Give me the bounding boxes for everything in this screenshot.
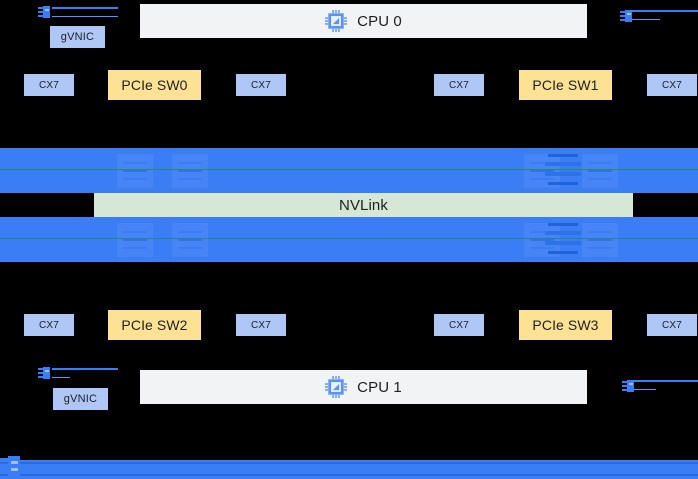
- cx7-r2-c4-label: CX7: [661, 319, 683, 331]
- cx7-r2-c1[interactable]: CX7: [24, 314, 74, 336]
- pcie-sw2[interactable]: PCIe SW2: [108, 310, 201, 340]
- gpu-band-lower-detail-2: [545, 231, 581, 235]
- gvnic-top-left-label: gVNIC: [60, 31, 95, 43]
- nic-bottom-left-rule: [52, 368, 118, 370]
- gvnic-bottom-left-label: gVNIC: [63, 393, 98, 405]
- cx7-r2-c3-label: CX7: [448, 319, 470, 331]
- gpu-module-6: [168, 219, 212, 260]
- gpu-band-lower-detail-3: [545, 241, 581, 245]
- gpu-module-4: [578, 150, 622, 191]
- gpu-band-upper-detail-2: [545, 162, 581, 166]
- gpu-module-2: [168, 150, 212, 191]
- cpu-chip-icon: [325, 10, 348, 32]
- cx7-r2-c4[interactable]: CX7: [647, 314, 697, 336]
- nic-link-top-right[interactable]: [620, 8, 698, 24]
- gpu-band-upper[interactable]: [0, 148, 698, 193]
- network-port-icon: [0, 456, 20, 476]
- network-port-icon: [38, 367, 50, 379]
- nic-bottom-right-rule: [634, 380, 698, 382]
- cx7-r1-c4-label: CX7: [661, 79, 683, 91]
- gpu-module-1: [113, 150, 157, 191]
- pcie-sw1[interactable]: PCIe SW1: [519, 70, 612, 100]
- nic-link-bottom-right[interactable]: [622, 378, 698, 394]
- pcie-sw0[interactable]: PCIe SW0: [108, 70, 201, 100]
- network-port-icon: [622, 380, 634, 392]
- gpu-band-upper-detail-4: [548, 182, 578, 185]
- pcie-sw3[interactable]: PCIe SW3: [519, 310, 612, 340]
- nic-link-bottom-left[interactable]: [38, 365, 118, 381]
- cx7-r1-c1-label: CX7: [38, 79, 60, 91]
- nic-link-top-left[interactable]: [38, 4, 118, 20]
- nic-link-bottom-bus[interactable]: [0, 455, 36, 479]
- cpu0-label: CPU 0: [357, 12, 402, 30]
- gpu-band-lower[interactable]: [0, 217, 698, 262]
- bottom-bus-rule-bottom: [0, 474, 698, 476]
- cx7-r2-c2-label: CX7: [250, 319, 272, 331]
- gvnic-bottom-left[interactable]: gVNIC: [53, 388, 108, 410]
- nic-top-left-rule-2: [52, 16, 118, 17]
- gpu-module-3: [520, 150, 564, 191]
- nvlink-bar[interactable]: NVLink: [94, 193, 633, 217]
- nic-top-left-rule: [52, 7, 118, 9]
- cx7-r1-c4[interactable]: CX7: [647, 74, 697, 96]
- cx7-r1-c2[interactable]: CX7: [236, 74, 286, 96]
- gvnic-top-left[interactable]: gVNIC: [50, 26, 105, 48]
- cx7-r2-c3[interactable]: CX7: [434, 314, 484, 336]
- nvlink-label: NVLink: [339, 196, 388, 214]
- gpu-band-lower-link-trace: [0, 238, 698, 239]
- gpu-module-8: [578, 219, 622, 260]
- network-port-icon: [38, 6, 50, 18]
- gpu-module-5: [113, 219, 157, 260]
- cx7-r2-c1-label: CX7: [38, 319, 60, 331]
- nic-top-right-rule: [632, 10, 698, 12]
- pcie-sw2-label: PCIe SW2: [121, 317, 188, 333]
- nic-bottom-left-rule-2: [52, 377, 70, 378]
- bottom-network-bus[interactable]: [0, 460, 698, 479]
- cx7-r1-c2-label: CX7: [250, 79, 272, 91]
- pcie-sw3-label: PCIe SW3: [532, 317, 599, 333]
- cx7-r2-c2[interactable]: CX7: [236, 314, 286, 336]
- cpu1-bar[interactable]: CPU 1: [140, 370, 587, 404]
- nic-top-right-rule-2: [632, 19, 660, 20]
- network-port-icon: [620, 10, 632, 22]
- cpu1-label: CPU 1: [357, 378, 402, 396]
- gpu-band-lower-detail-4: [548, 251, 578, 254]
- nic-bottom-right-rule-2: [634, 389, 656, 390]
- cpu0-bar[interactable]: CPU 0: [140, 4, 587, 38]
- pcie-sw1-label: PCIe SW1: [532, 77, 599, 93]
- gpu-band-upper-detail-3: [545, 172, 581, 176]
- gpu-band-upper-link-trace: [0, 169, 698, 170]
- cx7-r1-c3[interactable]: CX7: [434, 74, 484, 96]
- gpu-module-7: [520, 219, 564, 260]
- bottom-bus-rule-top: [0, 462, 698, 464]
- cx7-r1-c1[interactable]: CX7: [24, 74, 74, 96]
- gpu-band-lower-detail-1: [548, 223, 578, 226]
- cpu-chip-icon: [325, 376, 348, 398]
- gpu-band-upper-detail-1: [548, 154, 578, 157]
- cx7-r1-c3-label: CX7: [448, 79, 470, 91]
- pcie-sw0-label: PCIe SW0: [121, 77, 188, 93]
